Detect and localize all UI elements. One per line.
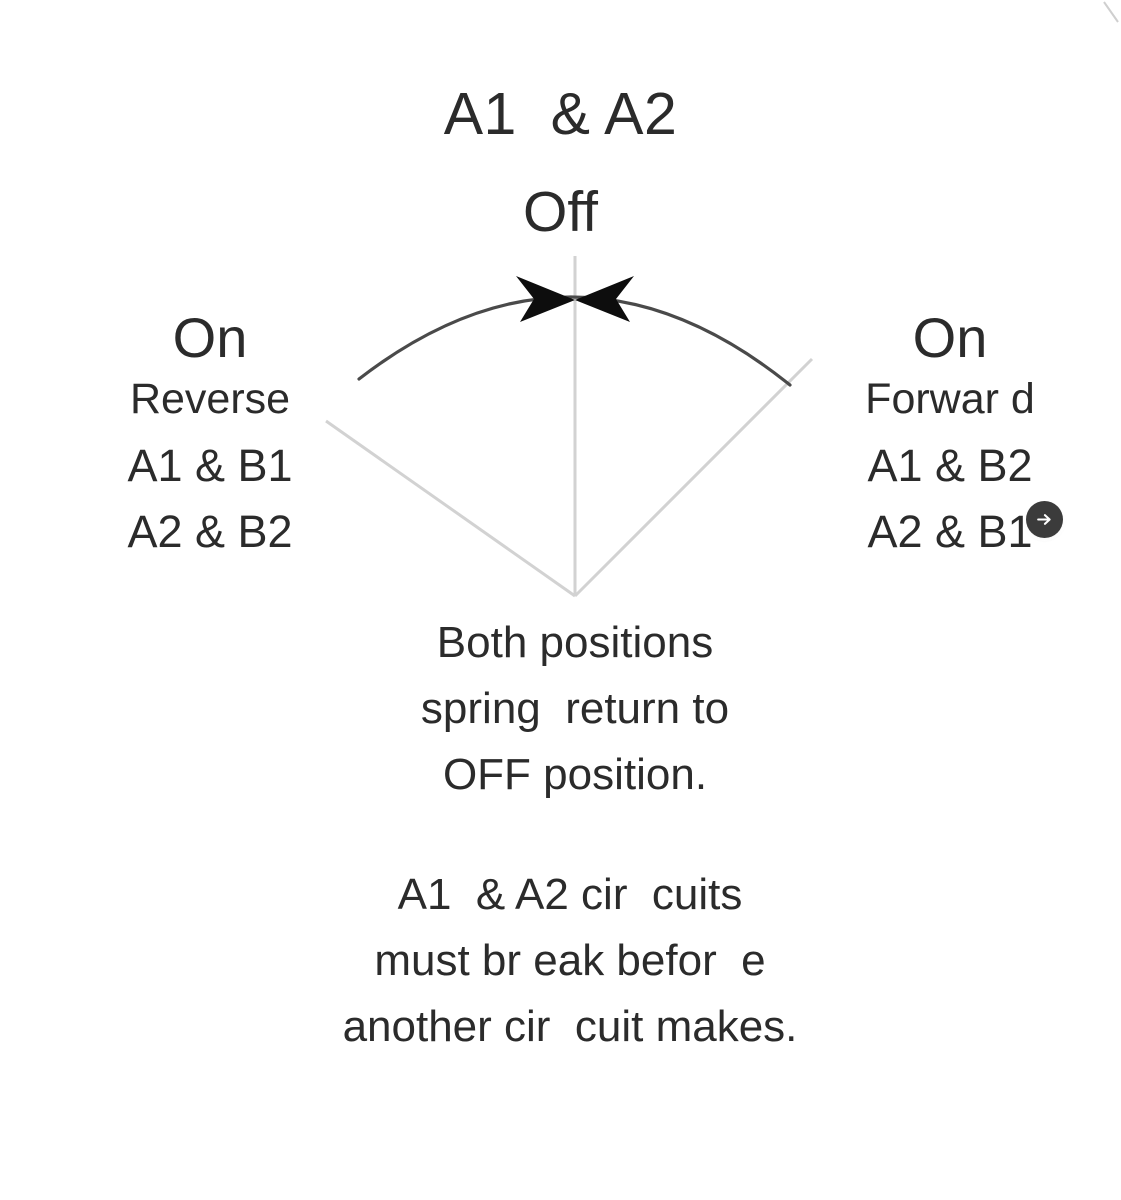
page-title: A1 & A2	[443, 81, 678, 147]
spring-return-note: Both positions spring return to OFF posi…	[255, 610, 895, 808]
right-position-label-group: On Forwar d A1 & B2 A2 & B1	[800, 308, 1100, 566]
right-circuit-line-1: A1 & B2	[867, 439, 1033, 491]
spring-return-note-line-3: OFF position.	[442, 750, 708, 799]
right-circuit-line-2: A2 & B1	[867, 506, 1033, 558]
right-position-line	[573, 357, 814, 598]
break-before-make-note: A1 & A2 cir cuits must br eak befor e an…	[250, 862, 890, 1060]
spring-return-note-line-1: Both positions	[436, 618, 714, 667]
left-position-label-group: On Reverse A1 & B1 A2 & B2	[60, 308, 360, 566]
left-arrowhead-icon	[516, 276, 575, 322]
spring-return-note-line-2: spring return to	[420, 684, 730, 733]
left-state-label: On	[172, 306, 248, 369]
corner-artifact-stroke	[1103, 1, 1119, 23]
arrow-right-icon	[1037, 514, 1051, 525]
break-before-make-note-line-1: A1 & A2 cir cuits	[397, 870, 743, 919]
travel-arc	[357, 295, 792, 387]
break-before-make-note-line-2: must br eak befor e	[374, 936, 766, 985]
left-position-line	[325, 419, 576, 598]
left-direction-label: Reverse	[129, 375, 291, 424]
off-position-label: Off	[523, 180, 598, 244]
break-before-make-note-line-3: another cir cuit makes.	[342, 1002, 798, 1051]
right-state-label: On	[912, 306, 988, 369]
left-circuit-line-1: A1 & B1	[127, 439, 293, 491]
right-arrowhead-icon	[575, 276, 634, 322]
next-arrow-button[interactable]	[1026, 501, 1063, 538]
left-circuit-line-2: A2 & B2	[127, 506, 293, 558]
right-direction-label: Forwar d	[865, 375, 1035, 424]
